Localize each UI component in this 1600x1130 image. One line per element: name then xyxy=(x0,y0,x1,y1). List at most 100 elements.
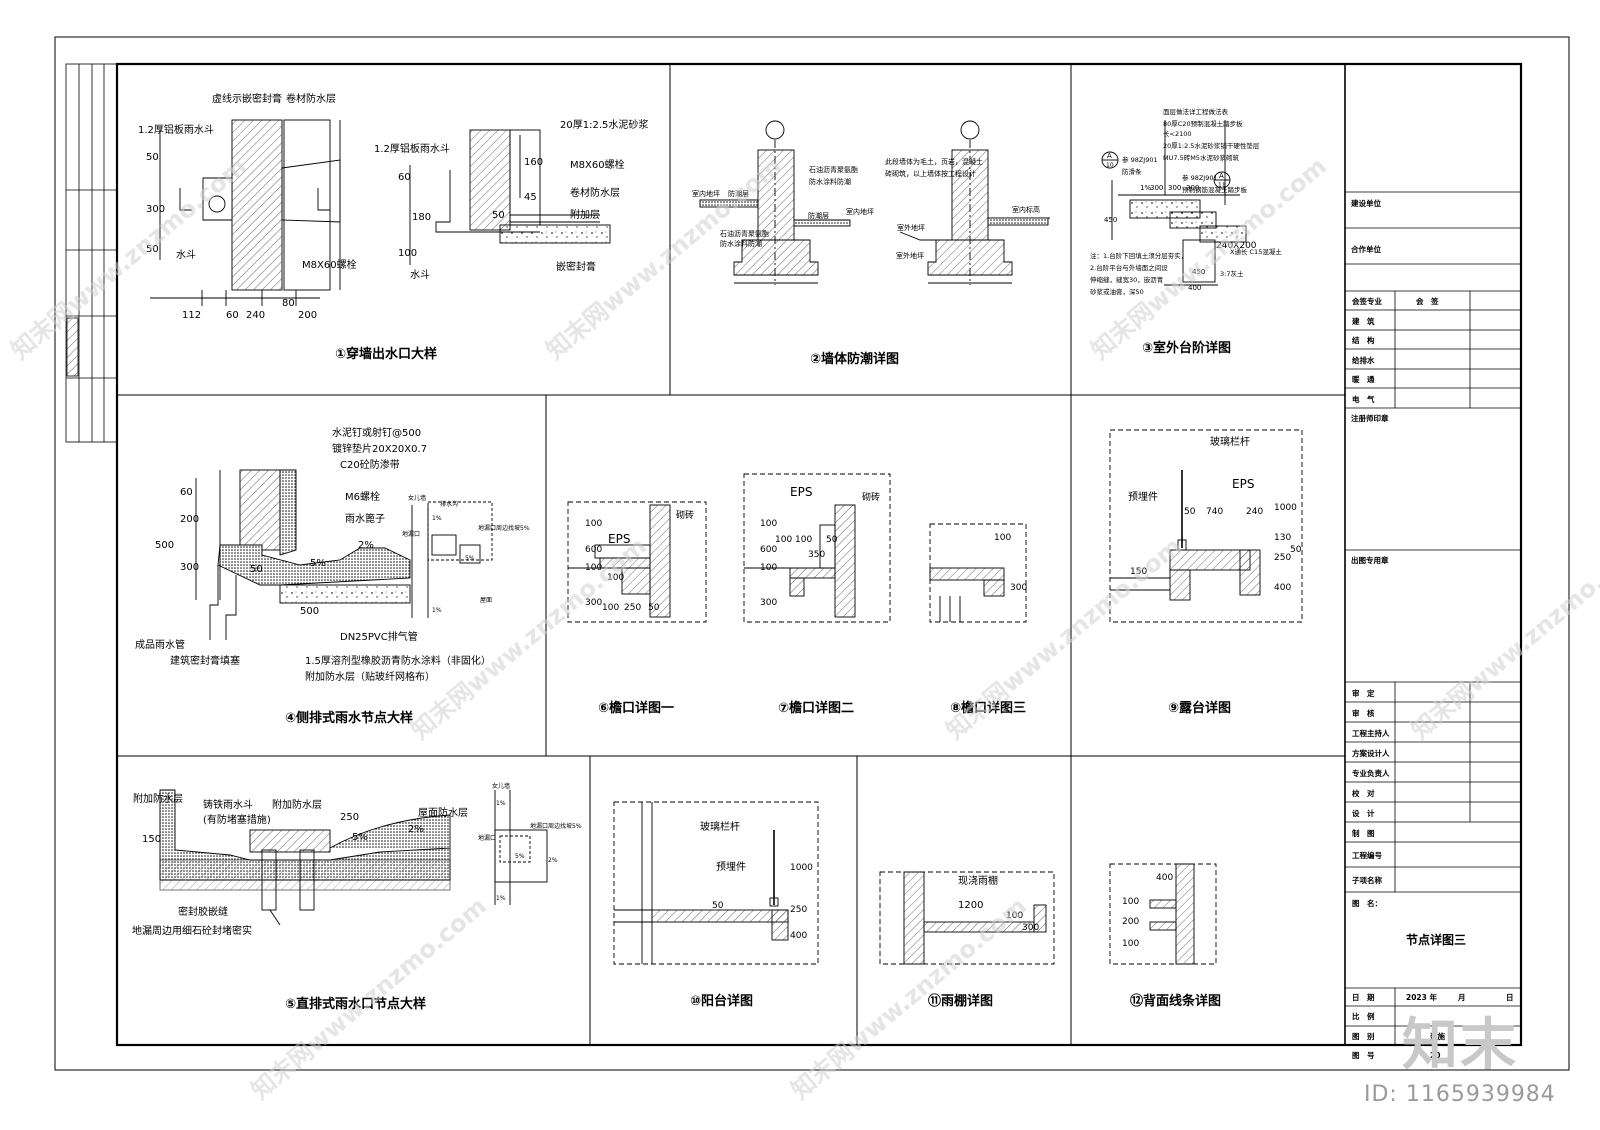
dim-6-5: 100 xyxy=(602,603,619,613)
detail-9-drawing xyxy=(1109,429,1303,623)
dim-3-7: 450 xyxy=(1192,268,1205,276)
tb-sign-header-0: 会签专业 xyxy=(1352,296,1382,306)
caption-12: ⑫背面线条详图 xyxy=(1130,993,1221,1009)
dim-3-9: 10 xyxy=(1106,162,1114,169)
label-5-5: 密封胶嵌缝 xyxy=(178,905,228,918)
label-1-9: 嵌密封膏 xyxy=(556,260,596,273)
dim-10-0: 1000 xyxy=(790,863,813,873)
caption-1: ①穿墙出水口大样 xyxy=(335,346,437,362)
label-1-4: 水斗 xyxy=(176,249,196,261)
detail-4-labels: 水泥钉或射钉@500 镀锌垫片20X20X0.7 C20砼防渗带 M6螺栓 雨水… xyxy=(135,426,530,683)
label-11-0: 现浇雨棚 xyxy=(958,874,998,887)
detail-11-drawing xyxy=(879,871,1055,965)
dim-1-6: 80 xyxy=(282,298,295,309)
tb-sign-header-1: 会 签 xyxy=(1416,296,1439,306)
label-4-0: 水泥钉或射钉@500 xyxy=(332,426,421,439)
dim-9-5: 250 xyxy=(1274,553,1291,563)
dim-1-0: 50 xyxy=(146,152,159,163)
dim-6-3: 100 xyxy=(607,573,624,583)
caption-7: ⑦檐口详图二 xyxy=(778,700,854,716)
detail-9-labels: 玻璃栏杆 EPS 预埋件 50 740 240 1000 150 250 400… xyxy=(1128,435,1302,593)
label-3-11: 注：1.台阶下回填土须分层夯实， xyxy=(1090,251,1187,260)
label-1-6: M8X60螺栓 xyxy=(570,158,625,171)
label-4-2: C20砼防渗带 xyxy=(340,458,400,471)
label-5-4: 屋面防水层 xyxy=(418,806,468,819)
title-block xyxy=(1345,191,1521,1045)
watermark-5: 知末网www.znzmo.com xyxy=(941,532,1187,745)
label-6-0: EPS xyxy=(608,532,630,546)
label-2-5: 防潮层 xyxy=(808,211,829,220)
dim-8-1: 300 xyxy=(1010,583,1027,593)
caption-6: ⑥檐口详图一 xyxy=(598,700,674,716)
label-2-1: 防潮层 xyxy=(728,189,749,198)
label-1-11: 水斗 xyxy=(410,269,430,281)
tb-drawing-name: 节点详图三 xyxy=(1406,932,1466,947)
dim-7-5: 350 xyxy=(808,550,825,560)
tb-partner-label: 合作单位 xyxy=(1351,244,1381,254)
tb-role-0: 审 定 xyxy=(1352,688,1375,698)
dim-6-7: 50 xyxy=(648,603,660,613)
detail-1-labels: 虚线示嵌密封膏 卷材防水层 1.2厚铝板雨水斗 M8X60螺栓 水斗 20厚1:… xyxy=(138,92,648,321)
label-2-3: 防水涂料防潮 xyxy=(809,177,851,186)
label-9-0: 玻璃栏杆 xyxy=(1210,435,1250,448)
tb-date-year: 2023 年 xyxy=(1406,992,1437,1002)
dim-9-6: 400 xyxy=(1274,583,1291,593)
label-2-8: 此段墙体为毛土，页岩，混凝土 xyxy=(885,157,983,166)
dim-1-11: 160 xyxy=(524,157,543,168)
tb-role-4: 专业负责人 xyxy=(1352,768,1390,778)
label-6-1: 砌砖 xyxy=(676,509,694,521)
dim-7-1: 600 xyxy=(760,545,777,555)
dim-1-5: 240 xyxy=(246,310,265,321)
detail-8-drawing xyxy=(929,523,1027,623)
label-4-13: 地漏口 xyxy=(402,530,420,538)
label-4-5: 成品雨水管 xyxy=(135,638,185,651)
label-2-6: 石油沥青聚氨酯 xyxy=(720,229,769,238)
dim-4-9: 1% xyxy=(432,607,442,614)
label-3-2: 长<2100 xyxy=(1163,129,1192,138)
details-6-8-labels: EPS 砌砖 100 600 100 100 300 100 250 50 EP… xyxy=(585,485,1027,613)
tb-discipline-1: 结 构 xyxy=(1352,335,1375,345)
title-block-text: 建设单位 合作单位 会签专业 会 签 建 筑 结 构 给排水 暖 通 电 气 注… xyxy=(1350,198,1514,1060)
dim-1-8: 60 xyxy=(398,172,411,183)
dim-9-1: 740 xyxy=(1206,507,1223,517)
dim-1-12: 45 xyxy=(524,192,537,203)
image-id: ID: 1165939984 xyxy=(1364,1082,1556,1107)
dim-6-1: 600 xyxy=(585,545,602,555)
dim-4-1: 200 xyxy=(180,514,199,525)
dim-7-0: 100 xyxy=(760,519,777,529)
tb-stamp2: 出图专用章 xyxy=(1351,555,1389,565)
tb-stamp1: 注册师印章 xyxy=(1351,413,1389,423)
detail-3-labels: 面层做法详工程做法表 80厚C20预制混凝土踏步板 长<2100 20厚1:2.… xyxy=(1090,107,1282,296)
brand-logo-text: 知末 xyxy=(1402,1013,1518,1078)
label-3-5: 参 98ZJ901 xyxy=(1122,155,1158,164)
label-2-0: 室内地坪 xyxy=(692,189,720,198)
label-3-3: 20厚1:2.5水泥砂浆铺干硬性垫层 xyxy=(1163,141,1260,150)
caption-2: ②墙体防潮详图 xyxy=(810,351,899,367)
dim-7-6: 50 xyxy=(826,535,838,545)
label-4-9: 附加防水层（贴玻纤网格布） xyxy=(305,670,435,683)
label-1-7: 卷材防水层 xyxy=(570,186,620,199)
watermark-6: 知末网www.znzmo.com xyxy=(1406,532,1600,745)
label-4-10: 女儿墙 xyxy=(408,494,426,502)
detail-7-drawing xyxy=(743,473,891,623)
dim-4-7: 500 xyxy=(300,606,319,617)
label-4-14: 屋面 xyxy=(480,597,492,604)
dim-6-4: 300 xyxy=(585,598,602,608)
dim-6-6: 250 xyxy=(624,603,641,613)
label-1-10: 1.2厚铝板雨水斗 xyxy=(374,142,450,155)
dim-3-2: 300 xyxy=(1186,184,1199,192)
label-3-0: 面层做法详工程做法表 xyxy=(1163,107,1229,116)
tb-scale-label: 比 例 xyxy=(1352,1011,1375,1021)
tb-no-value: 20 xyxy=(1430,1051,1440,1060)
dim-5-3: 5% xyxy=(352,832,368,843)
tb-role-7: 制 图 xyxy=(1352,828,1375,838)
label-9-1: EPS xyxy=(1232,477,1254,491)
dim-11-1: 100 xyxy=(1006,911,1023,921)
label-3-13: 伸缩缝，缝宽30，嵌沥青 xyxy=(1090,275,1164,284)
tb-client-label: 建设单位 xyxy=(1350,198,1381,208)
dim-5-7: 1% xyxy=(496,895,506,902)
label-3-8: 预制钢筋混凝土踏步板 xyxy=(1182,185,1248,194)
label-5-9: 地漏口 xyxy=(478,834,496,842)
label-4-1: 镀锌垫片20X20X0.7 xyxy=(332,442,427,455)
